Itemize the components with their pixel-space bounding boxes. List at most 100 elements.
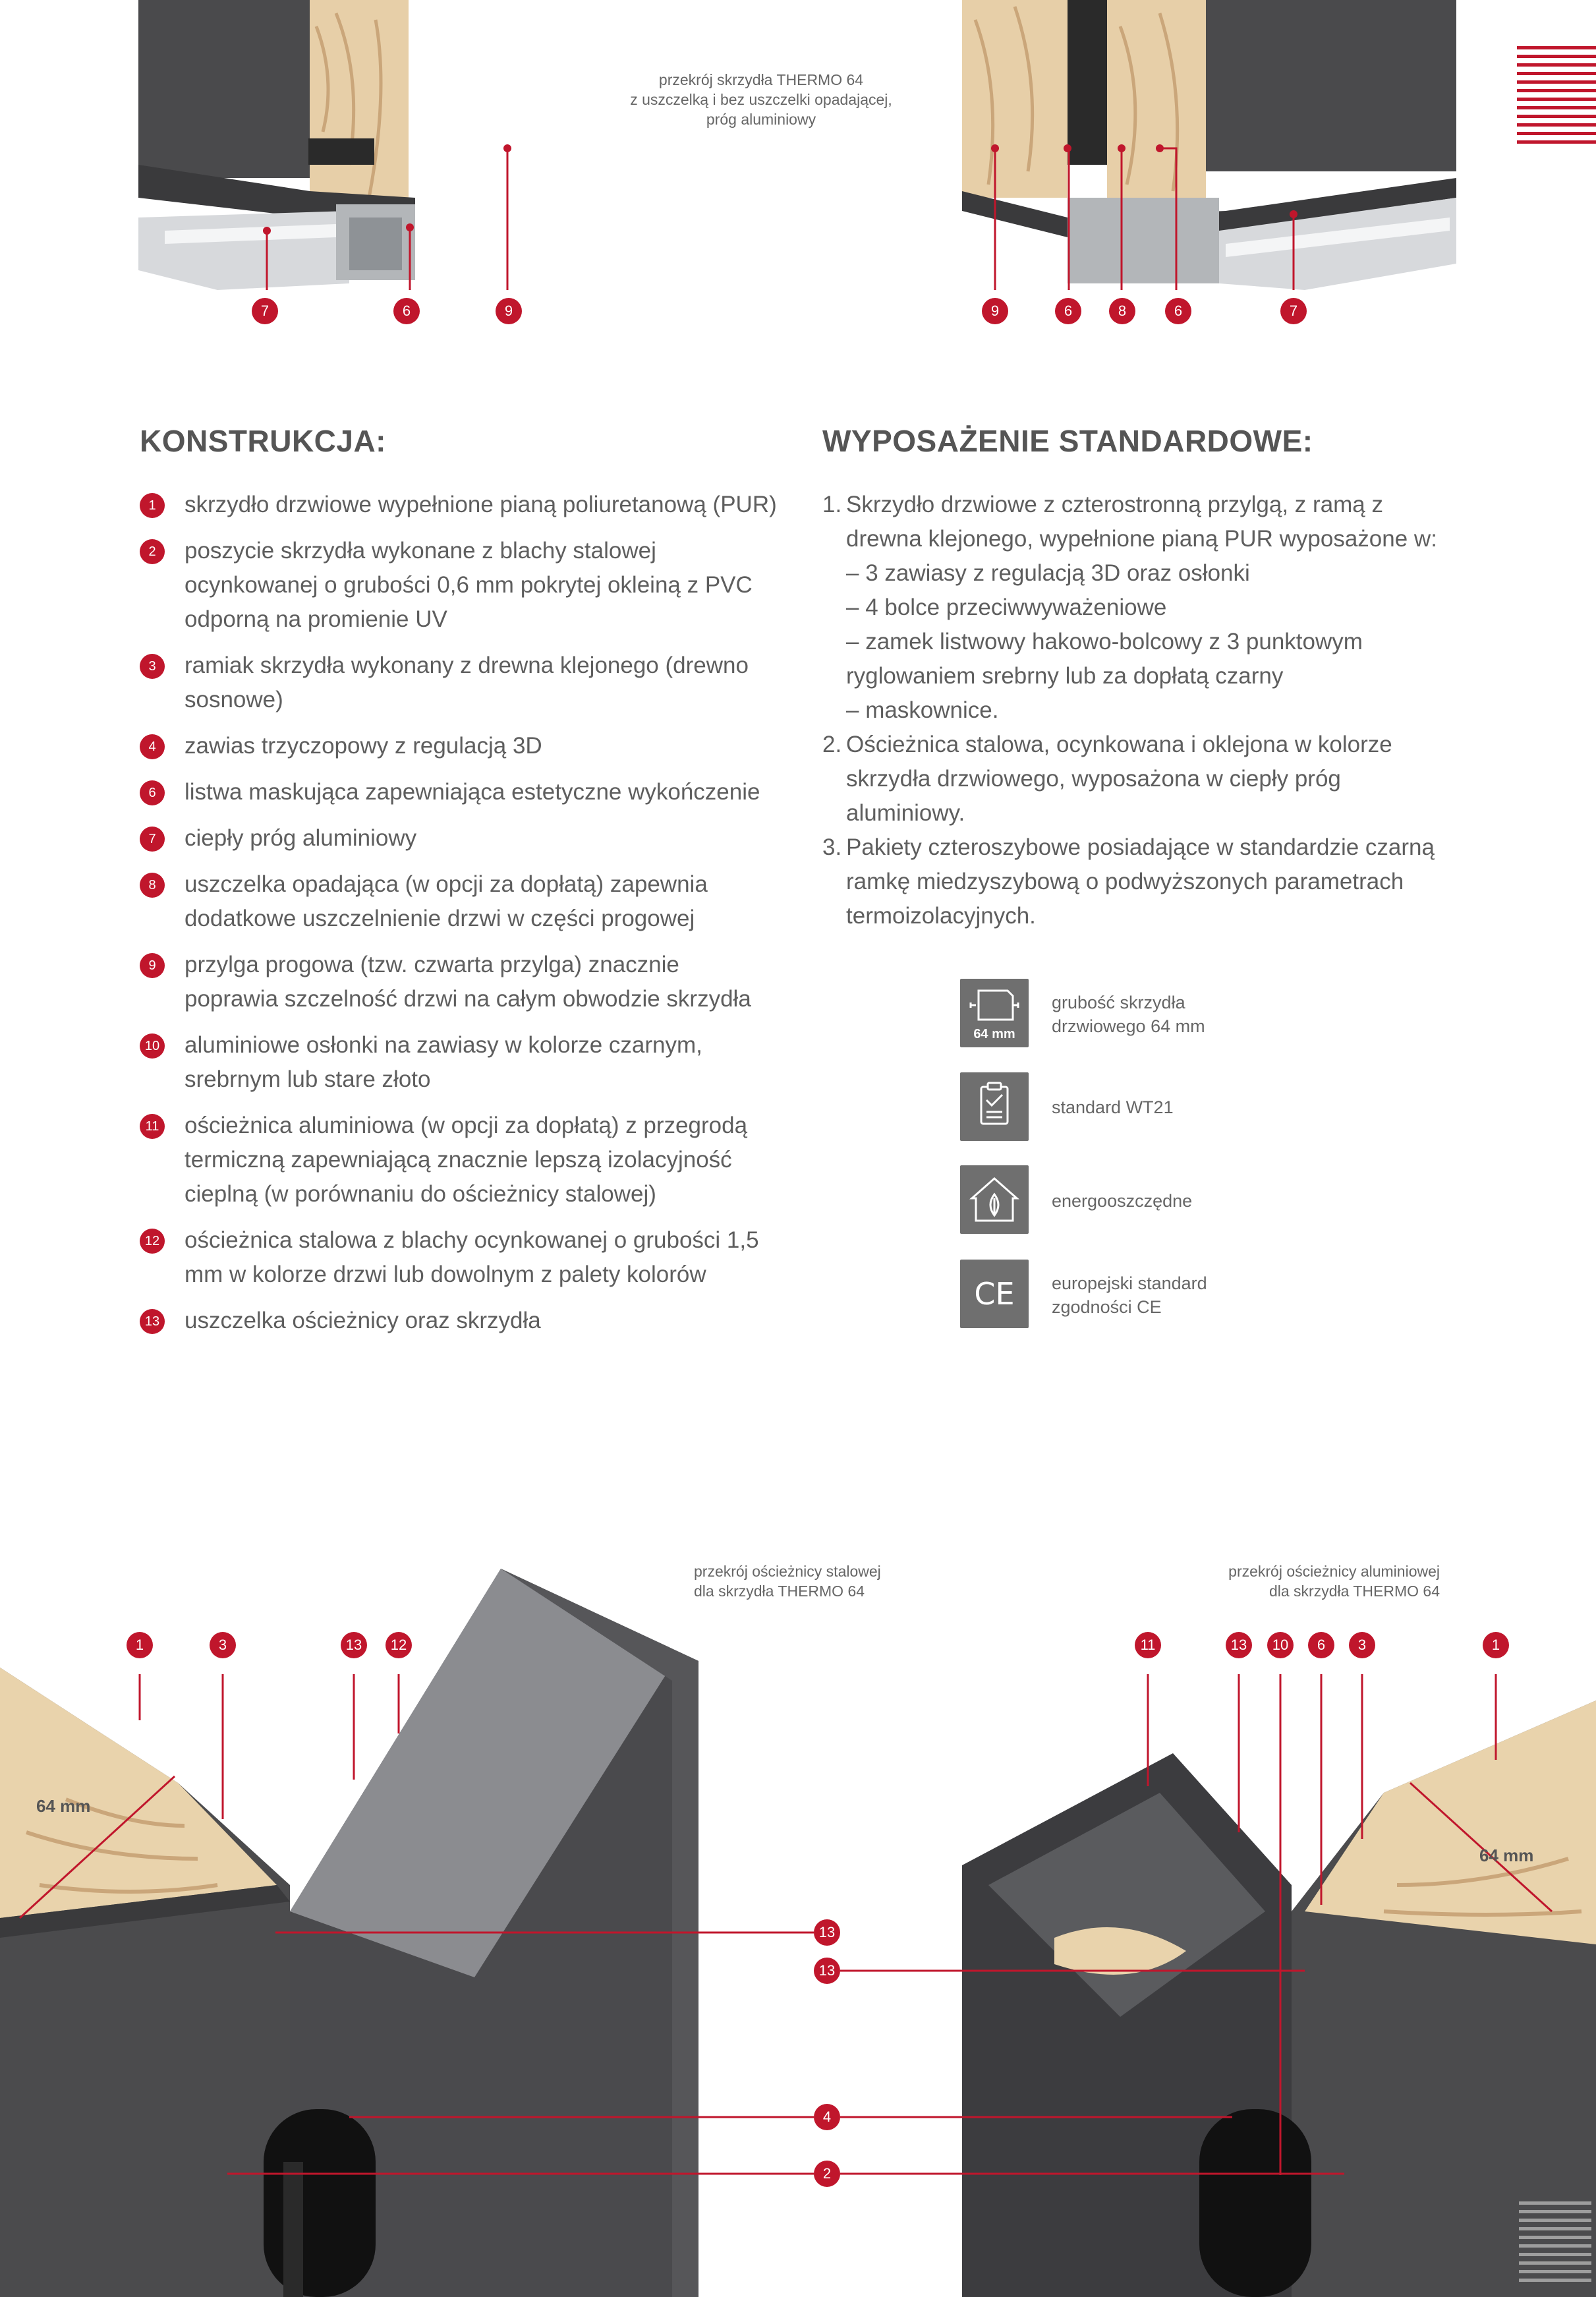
marker-13: 13: [341, 1632, 367, 1658]
icon-caption: 64 mm: [973, 1027, 1015, 1041]
item-number-badge: 10: [140, 1033, 165, 1059]
list-item: 4 zawias trzyczopowy z regulacją 3D: [140, 729, 779, 763]
marker-7: 7: [1280, 298, 1307, 324]
item-text: ciepły próg aluminiowy: [185, 825, 417, 851]
top-left-section-image: [138, 0, 511, 290]
marker-6: 6: [1165, 298, 1191, 324]
sub-item: – maskownice.: [846, 697, 999, 723]
marker-8: 8: [1109, 298, 1135, 324]
item-text: zawias trzyczopowy z regulacją 3D: [185, 733, 542, 759]
caption-line: przekrój ościeżnicy aluminiowej: [1228, 1563, 1440, 1580]
feature-label: standard WT21: [1052, 1097, 1174, 1117]
marker-3: 3: [1349, 1632, 1375, 1658]
item-text: Pakiety czteroszybowe posiadające w stan…: [846, 834, 1435, 929]
list-item: 8 uszczelka opadająca (w opcji za dopłatą…: [140, 867, 779, 936]
marker-1: 1: [1483, 1632, 1509, 1658]
bottom-frame-section-image: [0, 1569, 1596, 2297]
list-item: 3. Pakiety czteroszybowe posiadające w s…: [822, 830, 1458, 933]
item-text: skrzydło drzwiowe wypełnione pianą poliu…: [185, 492, 777, 517]
marker-3: 3: [210, 1632, 236, 1658]
item-number-badge: 3: [140, 654, 165, 679]
bottom-right-caption: przekrój ościeżnicy aluminiowej dla skrz…: [1176, 1561, 1440, 1601]
item-text: uszczelka opadająca (w opcji za dopłatą)…: [185, 871, 708, 931]
sub-item: – 4 bolce przeciwwyważeniowe: [846, 595, 1167, 620]
feature-label: europejski standard zgodności CE: [1052, 1273, 1207, 1317]
item-number-badge: 2: [140, 539, 165, 564]
item-text: ramiak skrzydła wykonany z drewna klejon…: [185, 653, 749, 712]
list-item: 12 ościeżnica stalowa z blachy ocynkowane…: [140, 1223, 779, 1292]
item-text: przylga progowa (tzw. czwarta przylga) z…: [185, 952, 751, 1012]
marker-1: 1: [127, 1632, 153, 1658]
item-text: ościeżnica stalowa z blachy ocynkowanej …: [185, 1227, 759, 1287]
list-item: 9 przylga progowa (tzw. czwarta przylga) …: [140, 948, 779, 1016]
list-item: 1 skrzydło drzwiowe wypełnione pianą poli…: [140, 488, 779, 522]
item-number: 3.: [822, 834, 842, 860]
caption-line: przekrój ościeżnicy stalowej: [694, 1563, 881, 1580]
marker-9: 9: [496, 298, 522, 324]
item-text: Skrzydło drzwiowe z czterostronną przylg…: [846, 492, 1437, 552]
item-number: 1.: [822, 492, 842, 517]
caption-line: z uszczelką i bez uszczelki opadającej,: [630, 91, 892, 108]
item-text: listwa maskująca zapewniająca estetyczne…: [185, 779, 760, 805]
item-number-badge: 13: [140, 1309, 165, 1334]
item-number-badge: 12: [140, 1229, 165, 1254]
marker-6: 6: [393, 298, 420, 324]
item-number-badge: 11: [140, 1114, 165, 1139]
caption-line: próg aluminiowy: [706, 111, 816, 128]
marker-13: 13: [814, 1919, 840, 1946]
wyposazenie-heading: WYPOSAŻENIE STANDARDOWE:: [822, 424, 1313, 458]
sub-item: – zamek listwowy hakowo-bolcowy z 3 punk…: [846, 629, 1363, 689]
marker-2: 2: [814, 2161, 840, 2187]
item-number-badge: 1: [140, 493, 165, 518]
list-item: 7 ciepły próg aluminiowy: [140, 821, 779, 856]
caption-line: dla skrzydła THERMO 64: [1268, 1583, 1440, 1600]
item-text: Ościeżnica stalowa, ocynkowana i oklejon…: [846, 732, 1392, 826]
item-text: uszczelka ościeżnicy oraz skrzydła: [185, 1308, 541, 1333]
item-text: ościeżnica aluminiowa (w opcji za dopłat…: [185, 1113, 748, 1207]
list-item: 1. Skrzydło drzwiowe z czterostronną prz…: [822, 488, 1458, 728]
eco-house-icon: [960, 1165, 1029, 1234]
caption-line: przekrój skrzydła THERMO 64: [658, 71, 864, 88]
list-item: 10 aluminiowe osłonki na zawiasy w kolorz…: [140, 1028, 779, 1097]
marker-10: 10: [1267, 1632, 1294, 1658]
decorative-stripes: [1517, 46, 1596, 149]
thickness-icon: 64 mm: [960, 979, 1029, 1047]
konstrukcja-list: 1 skrzydło drzwiowe wypełnione pianą poli…: [140, 488, 779, 1350]
caption-line: dla skrzydła THERMO 64: [694, 1583, 865, 1600]
marker-13: 13: [1226, 1632, 1252, 1658]
icon-caption: CE: [974, 1276, 1014, 1312]
marker-11: 11: [1135, 1632, 1161, 1658]
clipboard-standard-icon: [960, 1072, 1029, 1141]
item-number-badge: 9: [140, 953, 165, 978]
marker-12: 12: [385, 1632, 412, 1658]
feature-label: energooszczędne: [1052, 1191, 1193, 1211]
list-item: 3 ramiak skrzydła wykonany z drewna klejo…: [140, 649, 779, 717]
dimension-label: 64 mm: [1479, 1846, 1534, 1865]
marker-13: 13: [814, 1958, 840, 1984]
decorative-stripes: [1519, 2201, 1591, 2287]
item-number-badge: 4: [140, 734, 165, 759]
list-item: 6 listwa maskująca zapewniająca estetyczn…: [140, 775, 779, 809]
marker-4: 4: [814, 2104, 840, 2130]
item-number-badge: 8: [140, 873, 165, 898]
top-right-section-image: [962, 0, 1456, 290]
dimension-label: 64 mm: [36, 1796, 91, 1816]
marker-6: 6: [1055, 298, 1081, 324]
feature-label: grubość skrzydła drzwiowego 64 mm: [1052, 993, 1205, 1036]
item-number-badge: 7: [140, 827, 165, 852]
marker-7: 7: [252, 298, 278, 324]
list-item: 13 uszczelka ościeżnicy oraz skrzydła: [140, 1304, 779, 1338]
konstrukcja-heading: KONSTRUKCJA:: [140, 424, 386, 458]
item-text: aluminiowe osłonki na zawiasy w kolorze …: [185, 1032, 702, 1092]
item-number: 2.: [822, 732, 842, 757]
top-section-caption: przekrój skrzydła THERMO 64 z uszczelką …: [613, 70, 909, 129]
list-item: 2 poszycie skrzydła wykonane z blachy sta…: [140, 534, 779, 637]
marker-9: 9: [982, 298, 1008, 324]
sub-item: – 3 zawiasy z regulacją 3D oraz osłonki: [846, 560, 1250, 586]
item-number-badge: 6: [140, 780, 165, 805]
item-text: poszycie skrzydła wykonane z blachy stal…: [185, 538, 753, 632]
marker-6: 6: [1308, 1632, 1334, 1658]
list-item: 2. Ościeżnica stalowa, ocynkowana i okle…: [822, 728, 1458, 830]
bottom-left-caption: przekrój ościeżnicy stalowej dla skrzydł…: [694, 1561, 881, 1601]
ce-mark-icon: CE: [960, 1260, 1029, 1328]
